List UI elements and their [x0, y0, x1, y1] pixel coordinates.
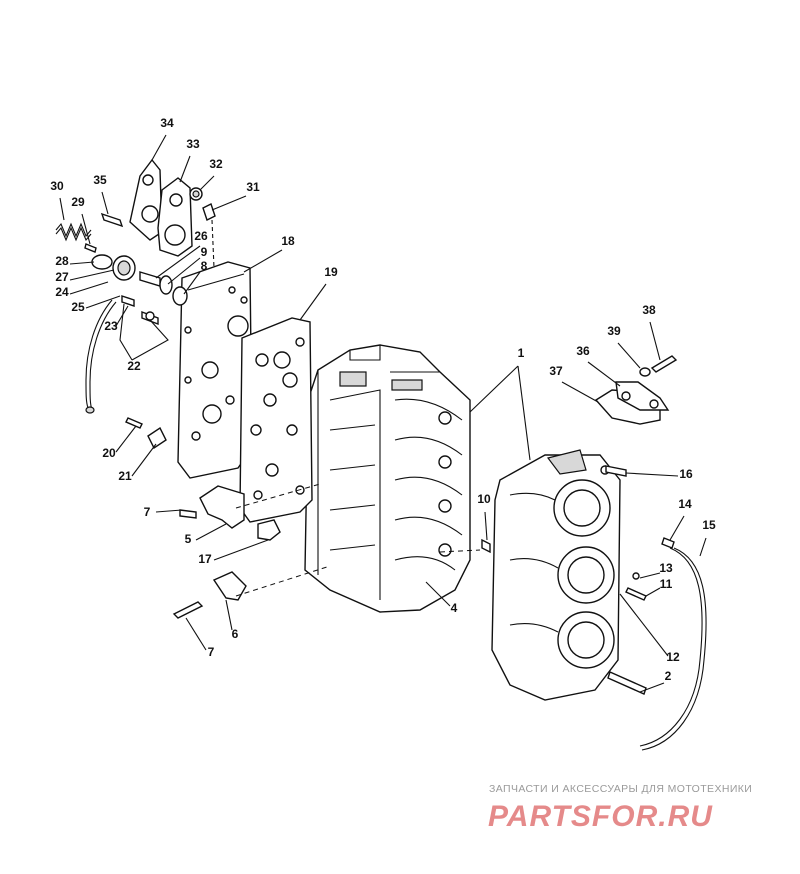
callout-17: 17 [198, 552, 212, 566]
callout-27: 27 [55, 270, 69, 284]
callout-numbers: 1245677891011121314151617181920212223242… [50, 116, 716, 683]
callout-13: 13 [659, 561, 673, 575]
callout-35: 35 [93, 173, 107, 187]
callout-6: 6 [232, 627, 239, 641]
callout-8: 8 [201, 259, 208, 273]
callout-25: 25 [71, 300, 85, 314]
callout-18: 18 [281, 234, 295, 248]
alignment-lines [235, 483, 481, 597]
callout-31: 31 [246, 180, 260, 194]
callout-29: 29 [71, 195, 85, 209]
callout-38: 38 [642, 303, 656, 317]
callout-37: 37 [549, 364, 563, 378]
callout-32: 32 [209, 157, 223, 171]
small-parts-left [55, 222, 188, 414]
bypass-valve-assembly [100, 158, 216, 269]
callout-22: 22 [127, 359, 141, 373]
watermark-logo: PARTSFOR.RU [488, 800, 713, 833]
callout-39: 39 [607, 324, 621, 338]
callout-26: 26 [194, 229, 208, 243]
callout-12: 12 [666, 650, 680, 664]
callout-4: 4 [451, 601, 458, 615]
callout-20: 20 [102, 446, 116, 460]
callout-33: 33 [186, 137, 200, 151]
callout-16: 16 [679, 467, 693, 481]
callout-2: 2 [665, 669, 672, 683]
crankcase-cover [491, 449, 621, 701]
callout-24: 24 [55, 285, 69, 299]
callout-19: 19 [324, 265, 338, 279]
callout-36: 36 [576, 344, 590, 358]
small-parts-right [481, 355, 707, 751]
callout-9: 9 [201, 245, 208, 259]
bracket-parts [125, 417, 281, 619]
watermark-tagline: ЗАПЧАСТИ И АКСЕССУАРЫ ДЛЯ МОТОТЕХНИКИ [489, 783, 752, 795]
watermark: ЗАПЧАСТИ И АКСЕССУАРЫ ДЛЯ МОТОТЕХНИКИ PA… [488, 783, 752, 833]
transfer-cover-gasket [239, 317, 313, 523]
callout-21: 21 [118, 469, 132, 483]
transfer-cover-plate [177, 261, 253, 479]
callout-15: 15 [702, 518, 716, 532]
leader-lines [59, 134, 707, 693]
callout-11: 11 [660, 577, 673, 591]
callout-1: 1 [518, 346, 525, 360]
callout-10: 10 [477, 492, 491, 506]
callout-5: 5 [185, 532, 192, 546]
callout-7: 7 [208, 645, 215, 659]
callout-7: 7 [144, 505, 151, 519]
callout-23: 23 [104, 319, 118, 333]
cylinder-block [304, 344, 471, 613]
callout-30: 30 [50, 179, 64, 193]
callout-28: 28 [55, 254, 69, 268]
callout-34: 34 [160, 116, 174, 130]
callout-14: 14 [678, 497, 692, 511]
